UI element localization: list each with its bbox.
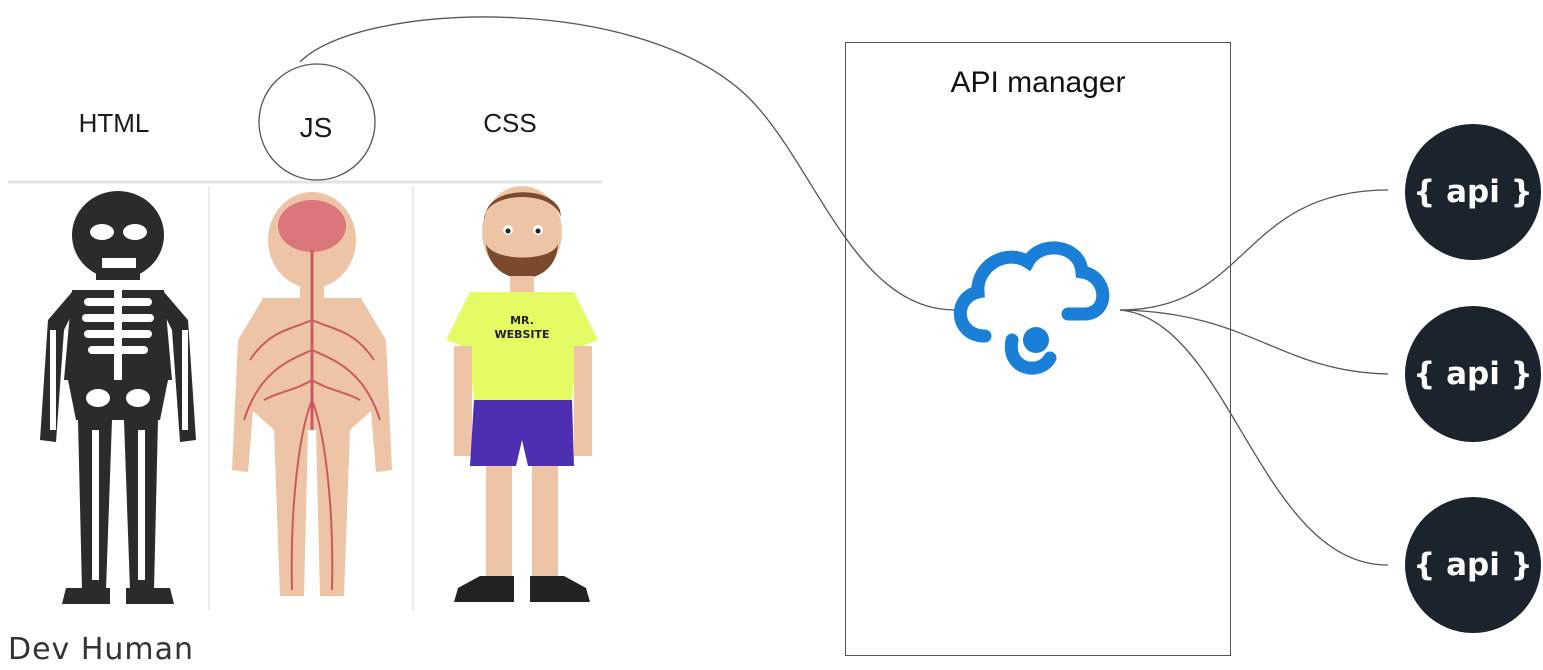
manager-to-api-2-connector <box>1119 309 1389 375</box>
shirt-text-line2: WEBSITE <box>494 328 549 341</box>
api-badge-1-label: { api } <box>1413 174 1533 210</box>
api-manager-title: API manager <box>950 66 1126 99</box>
api-badge-3: { api } <box>1405 497 1541 633</box>
api-badge-3-label: { api } <box>1413 547 1533 583</box>
js-label: JS <box>299 112 333 143</box>
js-to-manager-connector <box>299 16 956 311</box>
dressed-man-figure: MR. WEBSITE <box>446 186 598 602</box>
api-badge-2: { api } <box>1405 306 1541 442</box>
skeleton-figure <box>40 191 196 604</box>
nervous-system-figure <box>232 192 392 596</box>
css-label: CSS <box>483 108 537 138</box>
html-label: HTML <box>78 108 150 138</box>
js-circle <box>258 63 376 181</box>
shirt-text-line1: MR. <box>510 314 534 327</box>
manager-to-api-3-connector <box>1119 309 1389 566</box>
api-badge-1: { api } <box>1405 124 1541 260</box>
manager-to-api-1-connector <box>1119 189 1389 311</box>
dev-human-caption: Dev Human <box>8 632 195 667</box>
api-badge-2-label: { api } <box>1413 356 1533 392</box>
api-manager-box <box>845 42 1231 656</box>
